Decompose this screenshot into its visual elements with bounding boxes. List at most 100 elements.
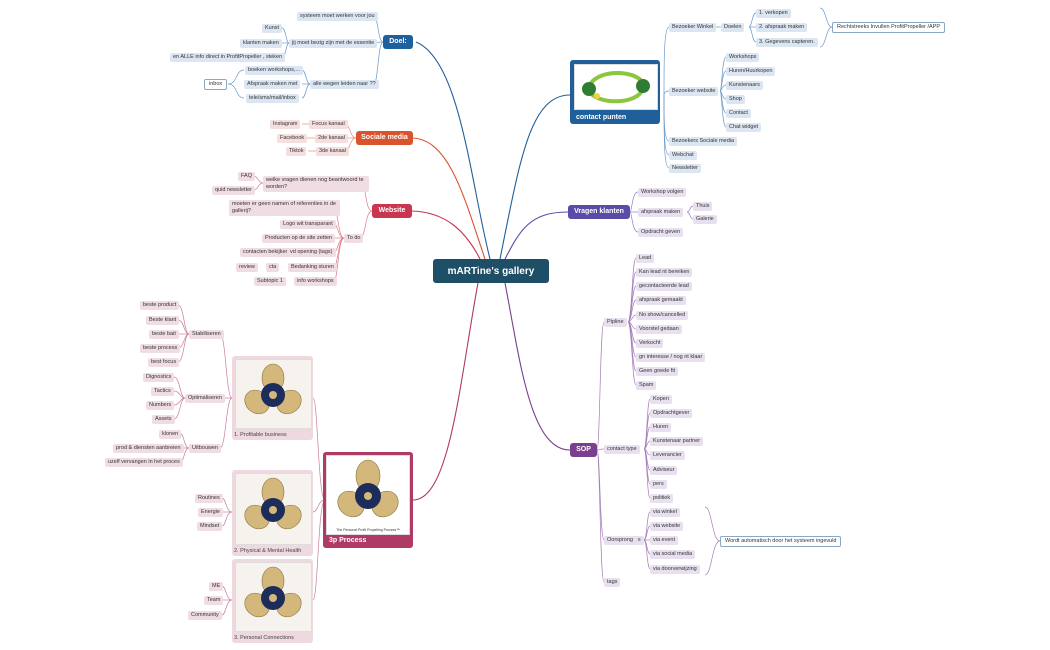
doel-afspraak[interactable]: Afspraak maken met <box>244 80 301 89</box>
optimaliseren-item[interactable]: Tactics <box>151 387 174 396</box>
doel-klanten[interactable]: klanten maken <box>240 39 282 48</box>
contact-doel-item[interactable]: 3. Gegevens capteren. <box>756 38 818 47</box>
website-info-workshops[interactable]: info workshops <box>294 277 337 286</box>
sop-oorsprong-item[interactable]: via website <box>650 522 684 531</box>
sop-pipline-item[interactable]: Voorstel gedaan <box>636 325 682 334</box>
contact-punten-node[interactable]: contact punten <box>570 60 660 124</box>
website-referenties[interactable]: moeten er geen namen of referenties in d… <box>229 200 340 216</box>
stabiliseren-item[interactable]: best focus <box>148 358 180 367</box>
vragen-afspraak[interactable]: afspraak maken <box>638 208 684 217</box>
doel-node[interactable]: Doel: <box>383 35 413 49</box>
website-quid[interactable]: quid newsletter <box>212 186 255 195</box>
sop-contact-item[interactable]: Leverancier <box>650 451 685 460</box>
website-review[interactable]: review <box>236 263 258 272</box>
sop-contact-item[interactable]: Adviseur <box>650 466 678 475</box>
health-item[interactable]: Mindset <box>197 522 223 531</box>
doel-tele[interactable]: tele/sms/mail/inbox <box>246 94 299 103</box>
card-personal-connections[interactable]: 3. Personal Connections <box>232 559 313 643</box>
sop-oorsprong-item[interactable]: via event <box>650 536 679 545</box>
connections-item[interactable]: ME <box>209 582 224 591</box>
contact-sociale[interactable]: Bezoekers Sociale media <box>669 137 738 146</box>
doel-boeken[interactable]: boeken workshops,... <box>245 66 303 75</box>
sop-contact-item[interactable]: Kopen <box>650 395 672 404</box>
website-logo[interactable]: Logo wit transparant <box>280 220 336 229</box>
stabiliseren-item[interactable]: beste product <box>140 301 180 310</box>
contact-doel-item[interactable]: 2. afspraak maken <box>756 23 808 32</box>
contact-website-item[interactable]: Chat widget <box>726 123 762 132</box>
doel-alle-info[interactable]: en ALLE info direct in ProfitPropeller ,… <box>170 53 286 62</box>
optimaliseren-item[interactable]: Numbers <box>146 401 175 410</box>
sop-pipline-item[interactable]: No show/cancelled <box>636 311 689 320</box>
sop-pipline-item[interactable]: gn interesse / nog nt klaar <box>636 353 706 362</box>
sop-contact-item[interactable]: politiek <box>650 494 674 503</box>
contact-webchat[interactable]: Webchat <box>669 151 697 160</box>
doel-essentie[interactable]: jij moet bezig zijn met de essentie <box>289 39 378 48</box>
sociale-facebook[interactable]: Facebook <box>277 134 308 143</box>
sop-contact-type[interactable]: contact type <box>604 445 640 454</box>
contact-doelen[interactable]: Doelen <box>721 23 745 32</box>
contact-winkel-note[interactable]: Rechtstreeks Invullen ProfitPropeller /A… <box>832 22 946 33</box>
connections-item[interactable]: Team <box>204 596 224 605</box>
contact-website[interactable]: Bezoeker website <box>669 87 719 96</box>
sop-pipline-item[interactable]: Spam <box>636 381 657 390</box>
website-bedanking[interactable]: Bedanking sturen <box>288 263 337 272</box>
website-subtopic[interactable]: Subtopic 1 <box>254 277 286 286</box>
vragen-thuis[interactable]: Thuis <box>693 202 713 211</box>
optimaliseren-item[interactable]: Assets <box>152 415 175 424</box>
sociale-instagram[interactable]: Instagram <box>270 120 301 129</box>
doel-alle-wegen[interactable]: alle wegen leiden naar ?? <box>310 80 379 89</box>
sociale-tiktok[interactable]: Tiktok <box>286 147 307 156</box>
sociale-focus[interactable]: Focus kanaal <box>309 120 348 129</box>
sop-oorsprong[interactable]: Oorsprong ≡ <box>604 536 644 545</box>
vragen-klanten-node[interactable]: Vragen klanten <box>568 205 630 219</box>
uitbouwen-item[interactable]: prod & diensten aanbreien <box>113 444 184 453</box>
stabiliseren-node[interactable]: Stabiliseren <box>189 330 224 339</box>
card-profitable-business[interactable]: 1. Profitable business <box>232 356 313 440</box>
sop-contact-item[interactable]: Huren <box>650 423 671 432</box>
website-faq[interactable]: FAQ <box>238 172 256 181</box>
doel-inbox-note[interactable]: inbox <box>204 79 228 90</box>
sop-oorsprong-item[interactable]: via winkel <box>650 508 680 517</box>
root-node[interactable]: mARTine's gallery <box>433 259 549 283</box>
health-item[interactable]: Routines <box>195 494 223 503</box>
contact-winkel[interactable]: Bezoeker Winkel <box>669 23 717 32</box>
uitbouwen-item[interactable]: klonen <box>159 430 182 439</box>
website-producten[interactable]: Producten op de site zetten <box>262 234 335 243</box>
connections-item[interactable]: Community <box>188 611 222 620</box>
sop-node[interactable]: SOP <box>570 443 597 457</box>
sop-oorsprong-item[interactable]: via social media <box>650 550 696 559</box>
website-opening[interactable]: vd opening (tags) <box>287 248 336 257</box>
website-cta[interactable]: cta <box>266 263 280 272</box>
doel-systeem[interactable]: systeem moet werken voor jou <box>297 12 378 21</box>
card-physical-mental-health[interactable]: 2. Physical & Mental Health <box>232 470 313 556</box>
sociale-3de[interactable]: 3de kanaal <box>316 147 349 156</box>
contact-website-item[interactable]: Workshops <box>726 53 760 62</box>
stabiliseren-item[interactable]: beste bait <box>149 330 179 339</box>
sop-pipline-item[interactable]: gecontacteerde lead <box>636 282 692 291</box>
sop-pipline[interactable]: Pipline <box>604 318 627 327</box>
sociale-media-node[interactable]: Sociale media <box>356 131 413 145</box>
contact-doel-item[interactable]: 1. verkopen <box>756 9 791 18</box>
sop-pipline-item[interactable]: Kan lead nt bereiken <box>636 268 693 277</box>
sop-pipline-item[interactable]: Verkocht <box>636 339 664 348</box>
sop-pipline-item[interactable]: Lead <box>636 254 655 263</box>
sop-contact-item[interactable]: Opdrachtgever <box>650 409 693 418</box>
website-todo[interactable]: To do <box>344 234 364 243</box>
website-node[interactable]: Website <box>372 204 412 218</box>
contact-website-item[interactable]: Huren/Huurkopen <box>726 67 776 76</box>
optimaliseren-node[interactable]: Optimaliseren <box>185 394 225 403</box>
optimaliseren-item[interactable]: Dignostics <box>143 373 175 382</box>
sop-contact-item[interactable]: Kunstenaar partner <box>650 437 704 446</box>
stabiliseren-item[interactable]: Beste klant <box>146 316 180 325</box>
contact-newsletter[interactable]: Newsletter <box>669 164 701 173</box>
sop-pipline-item[interactable]: afspraak gemaakt <box>636 296 686 305</box>
uitbouwen-item[interactable]: uzelf vervangen in het proces <box>105 458 183 467</box>
contact-website-item[interactable]: Kunstenaars <box>726 81 763 90</box>
sop-tags[interactable]: tags <box>604 578 621 587</box>
uitbouwen-node[interactable]: Uitbouwen <box>189 444 221 453</box>
sop-oorsprong-item[interactable]: via doorverwijzing <box>650 565 700 574</box>
sop-pipline-item[interactable]: Geen goede fit <box>636 367 679 376</box>
sociale-2de[interactable]: 2de kanaal <box>315 134 348 143</box>
health-item[interactable]: Energie <box>198 508 223 517</box>
process-node[interactable]: The Personal Profit Propelling Process™ … <box>323 452 413 548</box>
